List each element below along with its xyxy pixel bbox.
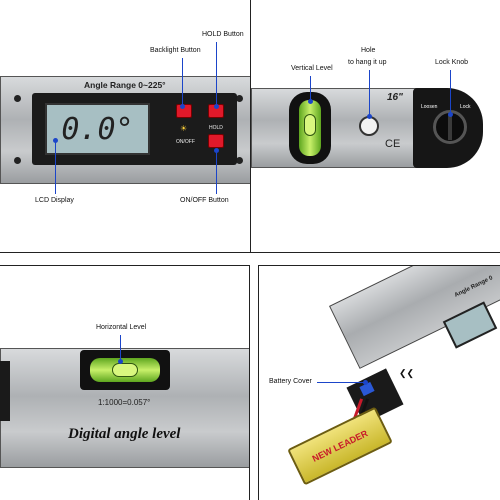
lock-knob-label: Lock Knob: [435, 59, 469, 66]
callout-line: [310, 76, 311, 102]
callout-dot: [367, 114, 372, 119]
hang-hole: [359, 116, 379, 136]
arrow-marks: ❮❮: [399, 368, 415, 378]
callout-line: [120, 335, 121, 361]
lcd-reading: 0.0°: [61, 111, 134, 147]
screw-icon: [236, 157, 243, 164]
backlight-icon: ☀: [180, 124, 188, 133]
hold-button-label: HOLD Button: [202, 31, 244, 38]
callout-dot: [308, 99, 313, 104]
callout-line: [216, 150, 217, 194]
callout-line: [369, 70, 370, 116]
panel-vertical-level: 16" CE Loosen Lock Vertical Level Hole t…: [250, 0, 500, 253]
callout-line: [182, 58, 183, 106]
panel-horizontal-level: 1:1000=0.057° Digital angle level Horizo…: [0, 265, 250, 500]
end-cap: [0, 361, 10, 421]
vertical-bubble: [304, 114, 316, 136]
callout-line: [450, 70, 451, 114]
callout-dot: [53, 138, 58, 143]
panel-battery: Angle Range 0 ❮❮ NEW LEADER Battery Cove…: [258, 265, 500, 500]
screw-icon: [14, 95, 21, 102]
callout-dot: [118, 359, 123, 364]
vertical-level-label: Vertical Level: [291, 65, 333, 72]
lock-knob-slot: [448, 114, 452, 140]
horizontal-level-label: Horizontal Level: [96, 324, 147, 331]
lock-label: Lock: [460, 104, 471, 110]
onoff-button-label: ON/OFF Button: [180, 197, 229, 204]
callout-dot: [214, 148, 219, 153]
panel-display-controls: Angle Range 0~225° 0.0° ☀ ON/OFF HOLD Ba…: [0, 0, 252, 253]
lcd-display: 0.0°: [45, 103, 150, 155]
onoff-button[interactable]: [208, 134, 224, 148]
horizontal-bubble: [112, 363, 138, 377]
callout-line: [216, 42, 217, 106]
product-name: Digital angle level: [68, 426, 181, 442]
lcd-display-label: LCD Display: [35, 197, 74, 204]
callout-line: [317, 382, 365, 383]
screw-icon: [14, 157, 21, 164]
callout-dot: [214, 104, 219, 109]
hold-key-label: HOLD: [209, 125, 223, 131]
hole-label-line1: Hole: [361, 47, 376, 54]
battery-brand: NEW LEADER: [310, 428, 370, 464]
hole-label-line2: to hang it up: [348, 59, 387, 66]
size-mark: 16": [387, 92, 403, 103]
angle-range-text: Angle Range 0~225°: [84, 80, 166, 90]
onoff-key-label: ON/OFF: [176, 139, 195, 145]
callout-dot: [363, 380, 368, 385]
callout-line: [55, 140, 56, 194]
loosen-label: Loosen: [421, 104, 438, 110]
battery-9v: NEW LEADER: [287, 406, 393, 486]
ce-mark: CE: [385, 138, 401, 150]
backlight-button-label: Backlight Button: [150, 47, 201, 54]
accuracy-text: 1:1000=0.057°: [98, 398, 151, 407]
battery-cover-label: Battery Cover: [269, 378, 312, 385]
level-body: [251, 88, 421, 168]
callout-dot: [180, 104, 185, 109]
callout-dot: [448, 112, 453, 117]
screw-icon: [236, 95, 243, 102]
